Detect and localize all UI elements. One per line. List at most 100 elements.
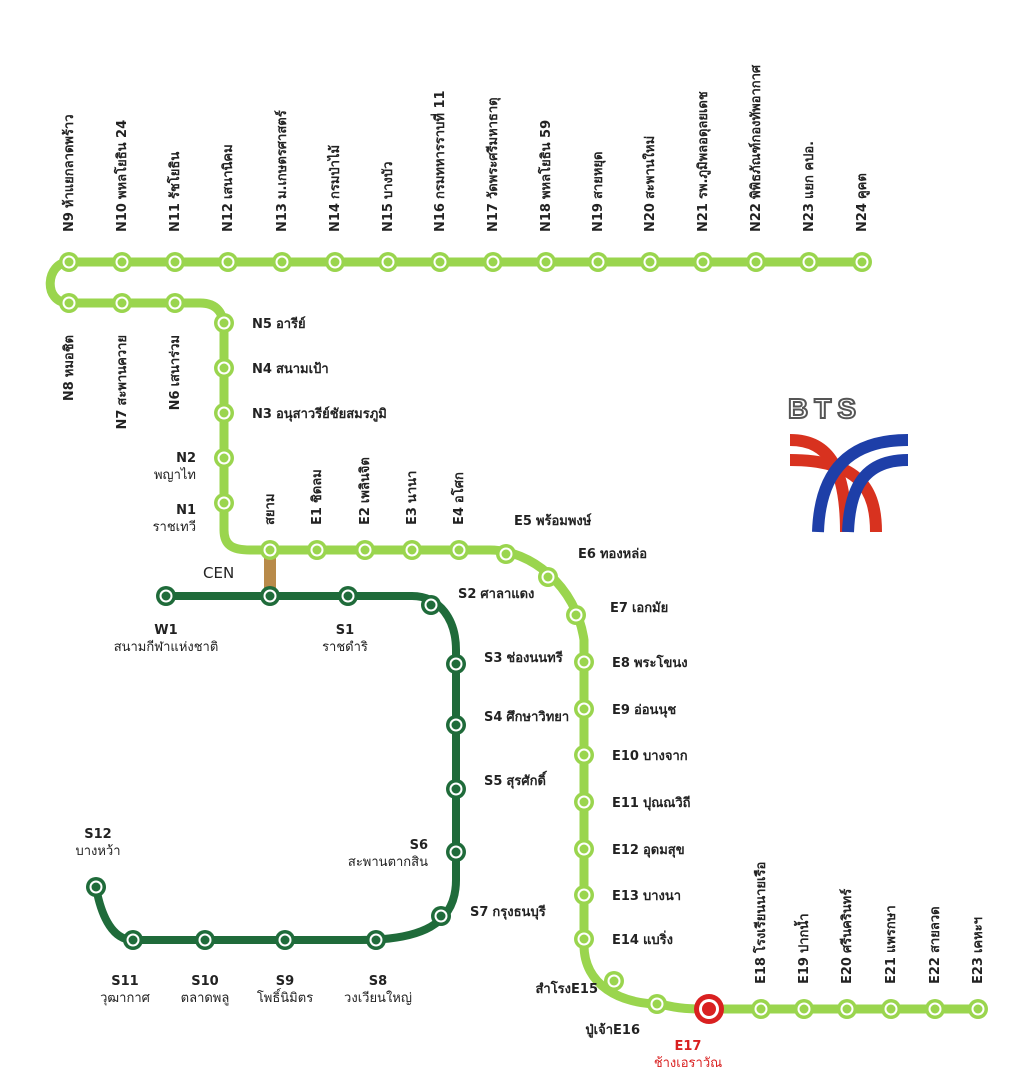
station-n3-marker-dot	[219, 408, 229, 418]
station-n12-label: N12เสนานิคม	[221, 144, 236, 232]
station-n12-name: เสนานิคม	[221, 144, 236, 199]
station-s11-code: S11	[111, 974, 138, 989]
station-e9-marker-dot	[579, 704, 589, 714]
station-n19-label: N19สายหยุด	[591, 152, 606, 232]
station-n22-marker-dot	[751, 257, 761, 267]
station-n6-code: N6	[168, 390, 183, 410]
station-n9-code: N9	[62, 212, 77, 232]
station-n16-marker-dot	[435, 257, 445, 267]
station-e15-label: สำโรงE15	[535, 980, 598, 997]
station-e14-code: E14	[612, 933, 639, 948]
station-n1-name: ราชเทวี	[153, 519, 196, 535]
station-cen-marker-dot	[265, 591, 275, 601]
station-n8-marker-dot	[64, 298, 74, 308]
station-n24-marker-dot	[857, 257, 867, 267]
station-e12-name: อุดมสุข	[643, 843, 685, 858]
station-e22-label: E22สายลวด	[928, 906, 943, 984]
station-n23-code: N23	[802, 203, 817, 232]
station-e21-code: E21	[884, 957, 899, 984]
station-n20-marker-dot	[645, 257, 655, 267]
station-siam-label: สยาม	[263, 494, 278, 525]
station-s2-name: ศาลาแดง	[480, 587, 534, 602]
station-e7-name: เอกมัย	[632, 601, 668, 616]
station-n17-marker-dot	[488, 257, 498, 267]
station-e5-name: พร้อมพงษ์	[536, 513, 592, 529]
station-s3-name: ช่องนนทรี	[506, 650, 562, 666]
station-n14-label: N14กรมป่าไม้	[326, 145, 343, 232]
station-e1-label: E1ชิดลม	[310, 469, 325, 525]
station-n18-label: N18 พหลโยธิน 59	[537, 120, 554, 232]
station-n13-label: N13 ม.เกษตรศาสตร์	[274, 110, 290, 232]
station-s5-name: สุรศักดิ์	[506, 770, 547, 789]
station-s7-marker-dot	[436, 911, 446, 921]
station-n7-marker-dot	[117, 298, 127, 308]
station-n18-name: พหลโยธิน 59	[537, 120, 554, 199]
station-e8-label: E8 พระโขนง	[612, 654, 688, 671]
station-e4-label: E4อโศก	[450, 472, 467, 525]
station-n15-code: N15	[381, 203, 396, 232]
station-e18-label: E18โรงเรียนนายเรือ	[752, 862, 769, 984]
station-n18-code: N18	[539, 203, 554, 232]
station-e15-name: สำโรง	[535, 980, 571, 997]
station-s1-name: ราชดำริ	[322, 640, 368, 655]
station-s11-marker-dot	[128, 935, 138, 945]
station-e2-marker-dot	[360, 545, 370, 555]
station-e6-marker-dot	[543, 572, 553, 582]
station-n11-marker-dot	[170, 257, 180, 267]
station-n24-label: N24คูคต	[855, 173, 870, 232]
station-e10-marker-dot	[579, 750, 589, 760]
station-e11-marker-dot	[579, 797, 589, 807]
station-n6-name: เสนาร่วม	[168, 335, 183, 386]
station-n8-label: N8หมอชิต	[62, 335, 77, 401]
station-s7-code: S7	[470, 905, 488, 920]
station-e2-name: เพลินจิต	[358, 457, 373, 503]
station-e21-marker-dot	[886, 1004, 896, 1014]
station-n11-code: N11	[168, 203, 183, 232]
station-e14-name: แบริ่ง	[643, 930, 673, 948]
station-e6-code: E6	[578, 547, 596, 562]
station-s10-marker-dot	[200, 935, 210, 945]
station-s4-name: ศึกษาวิทยา	[506, 709, 569, 725]
station-e16-marker-dot	[652, 999, 662, 1009]
station-n8-name: หมอชิต	[62, 335, 77, 377]
station-n17-code: N17	[486, 203, 501, 232]
station-e13-name: บางนา	[643, 889, 681, 904]
station-n7-label: N7สะพานควาย	[115, 335, 130, 430]
station-n21-code: N21	[696, 203, 711, 232]
station-n23-marker-dot	[804, 257, 814, 267]
station-e1-code: E1	[310, 507, 325, 525]
station-e7-marker-dot	[571, 610, 581, 620]
station-n13-name: ม.เกษตรศาสตร์	[274, 110, 290, 199]
station-n7-code: N7	[115, 410, 130, 430]
station-s3-code: S3	[484, 651, 502, 666]
station-e22-marker-dot	[930, 1004, 940, 1014]
station-e8-code: E8	[612, 656, 630, 671]
station-e15-code: E15	[571, 982, 598, 997]
station-n4-label: N4 สนามเป้า	[252, 361, 329, 377]
bts-logo-blue-arc-2	[842, 454, 909, 533]
station-n21-name: รพ.ภูมิพลอดุลยเดช	[696, 91, 711, 199]
station-e20-code: E20	[840, 957, 855, 984]
cen-label: CEN	[203, 564, 234, 582]
station-e8-name: พระโขนง	[634, 654, 688, 671]
station-n3-name: อนุสาวรีย์ชัยสมรภูมิ	[276, 406, 387, 422]
station-n23-label: N23แยก คปอ.	[802, 141, 817, 232]
station-n4-name: สนามเป้า	[276, 361, 329, 377]
station-n10-label: N10พหลโยธิน 24	[113, 120, 130, 232]
station-e17-code: E17	[675, 1039, 702, 1054]
station-e4-code: E4	[452, 507, 467, 525]
station-n4-code: N4	[252, 362, 272, 377]
station-n14-marker-dot	[330, 257, 340, 267]
station-e3-name: นานา	[405, 471, 420, 503]
station-n22-label: N22พิพิธภัณฑ์กองทัพอากาศ	[748, 64, 764, 232]
station-e2-label: E2เพลินจิต	[358, 457, 373, 525]
station-e3-label: E3นานา	[405, 471, 420, 525]
station-n13-code: N13	[275, 203, 290, 232]
station-e5-marker-dot	[501, 549, 511, 559]
station-e17-marker-dot	[702, 1002, 716, 1016]
station-n3-code: N3	[252, 407, 272, 422]
